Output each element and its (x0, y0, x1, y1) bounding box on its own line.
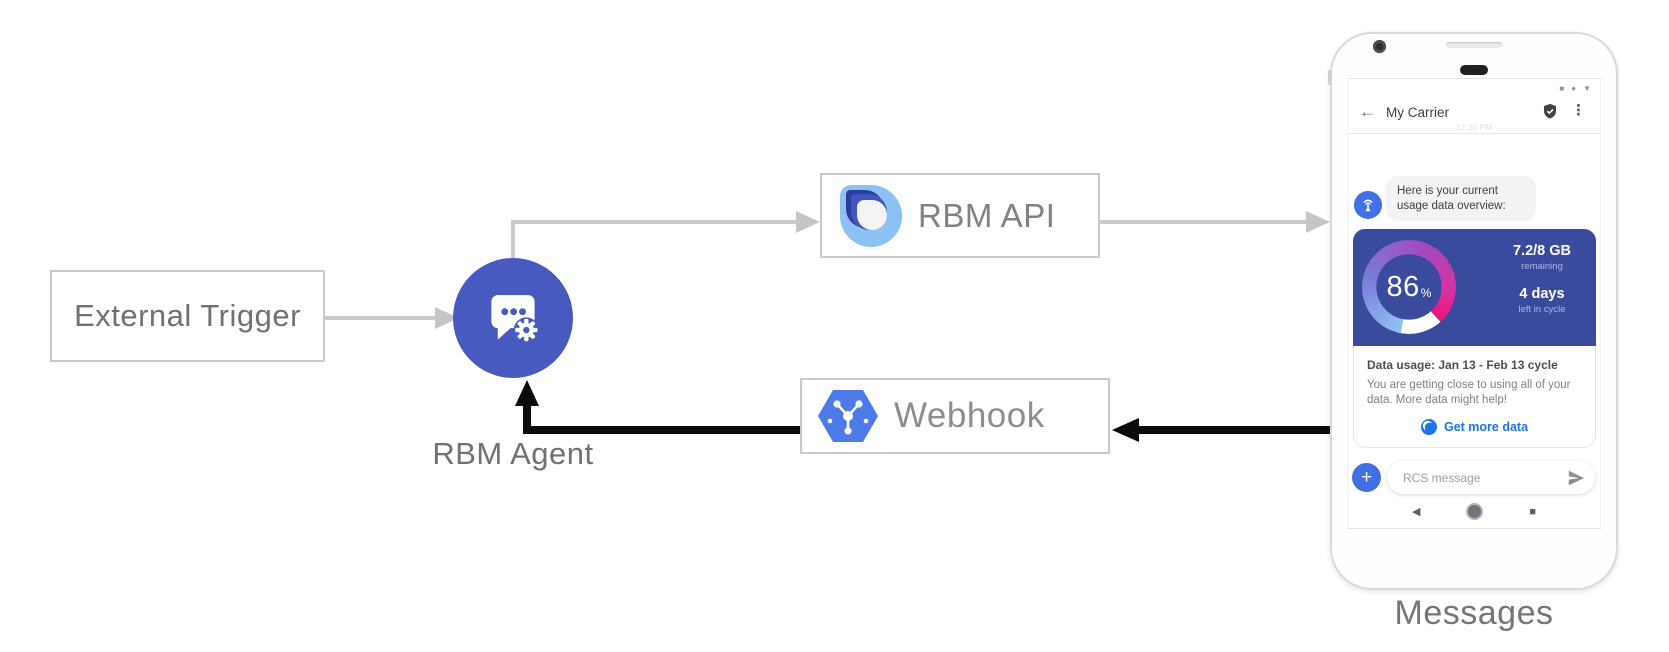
rbm-api-label: RBM API (918, 196, 1056, 234)
nav-overview-button[interactable]: ■ (1529, 505, 1537, 518)
phone-speaker (1446, 42, 1502, 48)
usage-details-panel: Data usage: Jan 13 - Feb 13 cycle You ar… (1353, 346, 1596, 448)
add-attachment-button[interactable]: + (1352, 463, 1381, 492)
android-nav-bar: ◀ ■ (1348, 503, 1600, 520)
data-remaining-label: remaining (1521, 261, 1563, 272)
status-triangle-icon: ▼ (1583, 84, 1591, 93)
external-trigger-node: External Trigger (50, 270, 325, 362)
get-more-data-label: Get more data (1443, 420, 1529, 434)
conversation-header: ← My Carrier ⋮ (1348, 97, 1600, 134)
arrow-webhook-to-agent (523, 404, 800, 434)
phone-side-button (1328, 70, 1332, 85)
chat-bubble: Here is your current usage data overview… (1386, 176, 1536, 221)
data-usage-gauge: 86 % (1362, 240, 1456, 334)
phone-earpiece (1460, 65, 1488, 75)
usage-details-title: Data usage: Jan 13 - Feb 13 cycle (1367, 358, 1558, 372)
gauge-ring (1362, 240, 1456, 334)
antenna-icon (1363, 199, 1373, 212)
agent-avatar (1354, 191, 1382, 219)
overflow-menu-icon[interactable]: ⋮ (1571, 102, 1586, 119)
rbm-agent-label: RBM Agent (432, 436, 594, 471)
timestamp: 12:30 PM (1455, 122, 1493, 132)
data-remaining-value: 7.2/8 GB (1512, 243, 1572, 259)
arrowhead-external-to-agent (435, 307, 459, 329)
days-left-label: left in cycle (1518, 304, 1566, 315)
nav-back-button[interactable]: ◀ (1411, 506, 1421, 518)
nav-home-button[interactable] (1466, 503, 1484, 520)
external-trigger-label: External Trigger (74, 298, 301, 333)
arrowhead-webhook-to-agent (515, 380, 539, 406)
message-compose-bar (1387, 461, 1595, 494)
back-arrow-icon[interactable]: ← (1359, 102, 1376, 121)
usage-details-body: You are getting close to using all of yo… (1367, 379, 1571, 406)
carrier-title: My Carrier (1386, 105, 1449, 120)
status-square-icon: ■ (1559, 84, 1565, 93)
globe-icon (1420, 419, 1437, 435)
rbm-api-logo-icon (840, 184, 902, 247)
rcs-message-input[interactable] (1401, 469, 1567, 486)
webhook-hexagon-icon (818, 390, 878, 442)
chat-bubble-gear-icon (491, 295, 540, 343)
verified-shield-icon[interactable] (1542, 103, 1558, 125)
messages-caption: Messages (1394, 594, 1554, 632)
arrowhead-agent-to-api (796, 211, 820, 233)
phone-mockup: ■ ● ▼ ← My Carrier ⋮ 12:30 PM (1328, 32, 1618, 590)
status-circle-icon: ● (1571, 84, 1577, 93)
arrowhead-api-to-phone (1306, 211, 1330, 233)
usage-rich-card: 86 % 7.2/8 GB remaining 4 days left in c… (1353, 229, 1596, 448)
send-icon[interactable] (1567, 470, 1585, 486)
webhook-label: Webhook (894, 396, 1045, 435)
get-more-data-action[interactable]: Get more data (1367, 419, 1582, 435)
phone-camera (1373, 40, 1386, 53)
usage-gauge-panel: 86 % 7.2/8 GB remaining 4 days left in c… (1353, 229, 1596, 346)
arrow-agent-to-api (511, 220, 798, 258)
phone-screen: ■ ● ▼ ← My Carrier ⋮ 12:30 PM (1347, 78, 1601, 529)
status-bar: ■ ● ▼ (1559, 84, 1591, 94)
gauge-percent-value: 86 (1386, 270, 1420, 303)
rbm-api-node: RBM API (820, 173, 1100, 258)
gauge-percent-sign: % (1420, 286, 1432, 300)
arrowhead-phone-to-webhook (1112, 418, 1139, 442)
webhook-node: Webhook (800, 378, 1110, 454)
rbm-agent-node (453, 258, 573, 378)
days-left-value: 4 days (1519, 286, 1565, 302)
